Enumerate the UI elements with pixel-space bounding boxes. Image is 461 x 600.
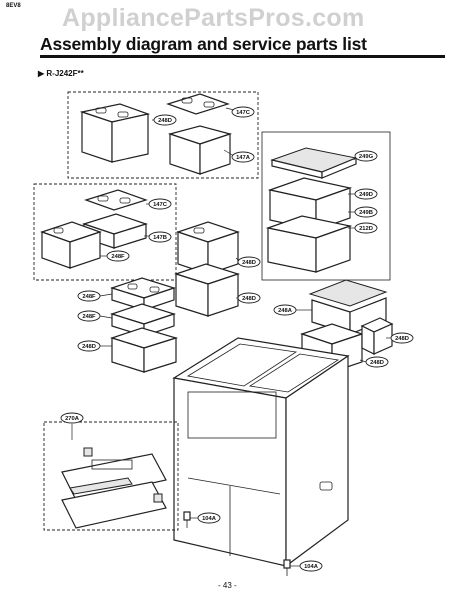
- callout-label: 248D: [82, 344, 96, 350]
- callout-147C-a: 147C: [231, 106, 255, 118]
- callout-248D-e: 248D: [390, 332, 414, 344]
- callout-248A: 248A: [273, 304, 297, 316]
- screw-104A-right: [283, 559, 291, 576]
- callout-label: 147B: [153, 235, 167, 241]
- callout-label: 104A: [304, 564, 319, 570]
- callout-104A-b: 104A: [299, 560, 323, 572]
- drawer-cabinet: [172, 337, 350, 568]
- callout-249G: 249G: [354, 150, 378, 162]
- group-frame-right: [261, 131, 391, 281]
- page-code: 8EV8: [6, 3, 21, 9]
- callout-label: 147A: [236, 155, 251, 161]
- callout-147A: 147A: [231, 151, 255, 163]
- callout-label: 147C: [236, 110, 251, 116]
- model-label: ▶ R-J242F**: [38, 69, 84, 78]
- group-frame-left: [33, 183, 177, 281]
- watermark: AppliancePartsPros.com: [62, 4, 365, 32]
- callout-248D-d: 248D: [77, 340, 101, 352]
- callout-label: 248D: [395, 336, 409, 342]
- callout-248D-b: 248D: [237, 256, 261, 268]
- bin-147A-147C: [166, 93, 233, 175]
- bin-248D-top: [79, 103, 151, 163]
- callout-147B: 147B: [148, 231, 172, 243]
- callout-label: 147C: [153, 202, 168, 208]
- bin-248D-middle: [174, 221, 240, 317]
- callout-label: 248F: [111, 254, 125, 260]
- callout-249B: 249B: [354, 206, 378, 218]
- crisper-248A: [300, 279, 394, 373]
- callout-104A-a: 104A: [197, 512, 221, 524]
- group-frame-top: [67, 91, 259, 179]
- group-frame-panel: [43, 421, 179, 531]
- callout-label: 248A: [278, 308, 293, 314]
- callout-248D-c: 248D: [237, 292, 261, 304]
- callout-248F-c: 248F: [77, 310, 101, 322]
- callout-label: 248D: [158, 118, 172, 124]
- callout-212D: 212D: [354, 222, 378, 234]
- callout-label: 270A: [65, 416, 80, 422]
- screw-104A-left: [183, 511, 191, 528]
- page-title: Assembly diagram and service parts list: [40, 34, 367, 54]
- page-number: - 43 -: [218, 581, 237, 590]
- control-panel-270A: [61, 447, 167, 529]
- callout-label: 249D: [359, 192, 373, 198]
- callout-label: 248D: [370, 360, 384, 366]
- callout-248D-a: 248D: [153, 114, 177, 126]
- callout-label: 212D: [359, 226, 373, 232]
- callout-label: 248D: [242, 260, 256, 266]
- callout-label: 248D: [242, 296, 256, 302]
- bin-set-147B: [40, 189, 148, 269]
- callout-label: 249G: [359, 154, 374, 160]
- callout-label: 248F: [82, 314, 96, 320]
- callout-label: 248F: [82, 294, 96, 300]
- callout-248D-f: 248D: [365, 356, 389, 368]
- bin-stack-248F: [110, 277, 179, 373]
- callout-label: 104A: [202, 516, 217, 522]
- callout-249D: 249D: [354, 188, 378, 200]
- callout-248F-b: 248F: [77, 290, 101, 302]
- callout-270A: 270A: [60, 412, 84, 424]
- crisper-set-249: [265, 147, 358, 273]
- callout-147C-b: 147C: [148, 198, 172, 210]
- callout-label: 249B: [359, 210, 373, 216]
- model-number: R-J242F**: [46, 69, 84, 78]
- callout-248F-a: 248F: [106, 250, 130, 262]
- title-underline: [40, 55, 445, 58]
